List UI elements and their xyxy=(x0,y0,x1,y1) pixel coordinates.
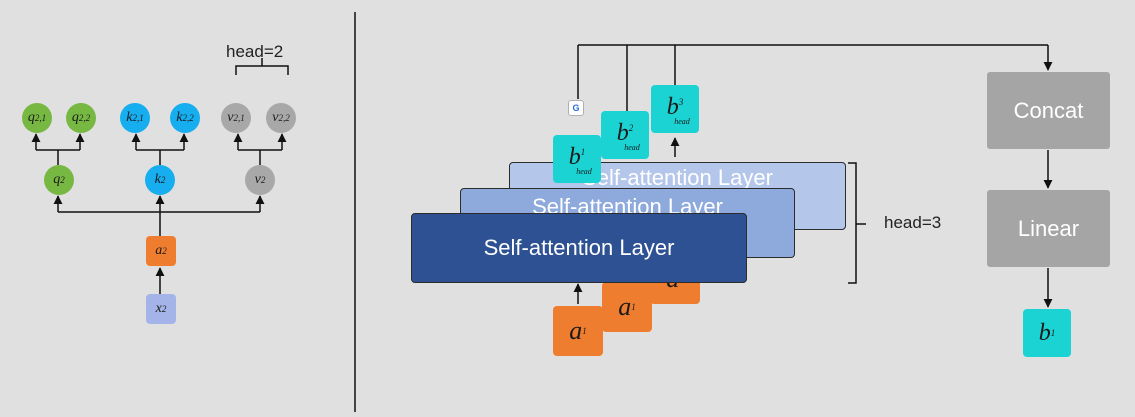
head2-label: head=2 xyxy=(226,42,284,61)
self-attention-layer-front: Self-attention Layer xyxy=(411,213,747,283)
head2-bracket xyxy=(235,65,289,75)
head3-label: head=3 xyxy=(884,213,942,232)
linear-box: Linear xyxy=(987,190,1110,267)
head3-bracket xyxy=(848,162,857,284)
b-head-2: b2 head xyxy=(601,111,649,159)
translate-icon[interactable]: G xyxy=(568,100,584,116)
b-head-1: b1 head xyxy=(553,135,601,183)
b-head-3: b3 head xyxy=(651,85,699,133)
concat-box: Concat xyxy=(987,72,1110,149)
